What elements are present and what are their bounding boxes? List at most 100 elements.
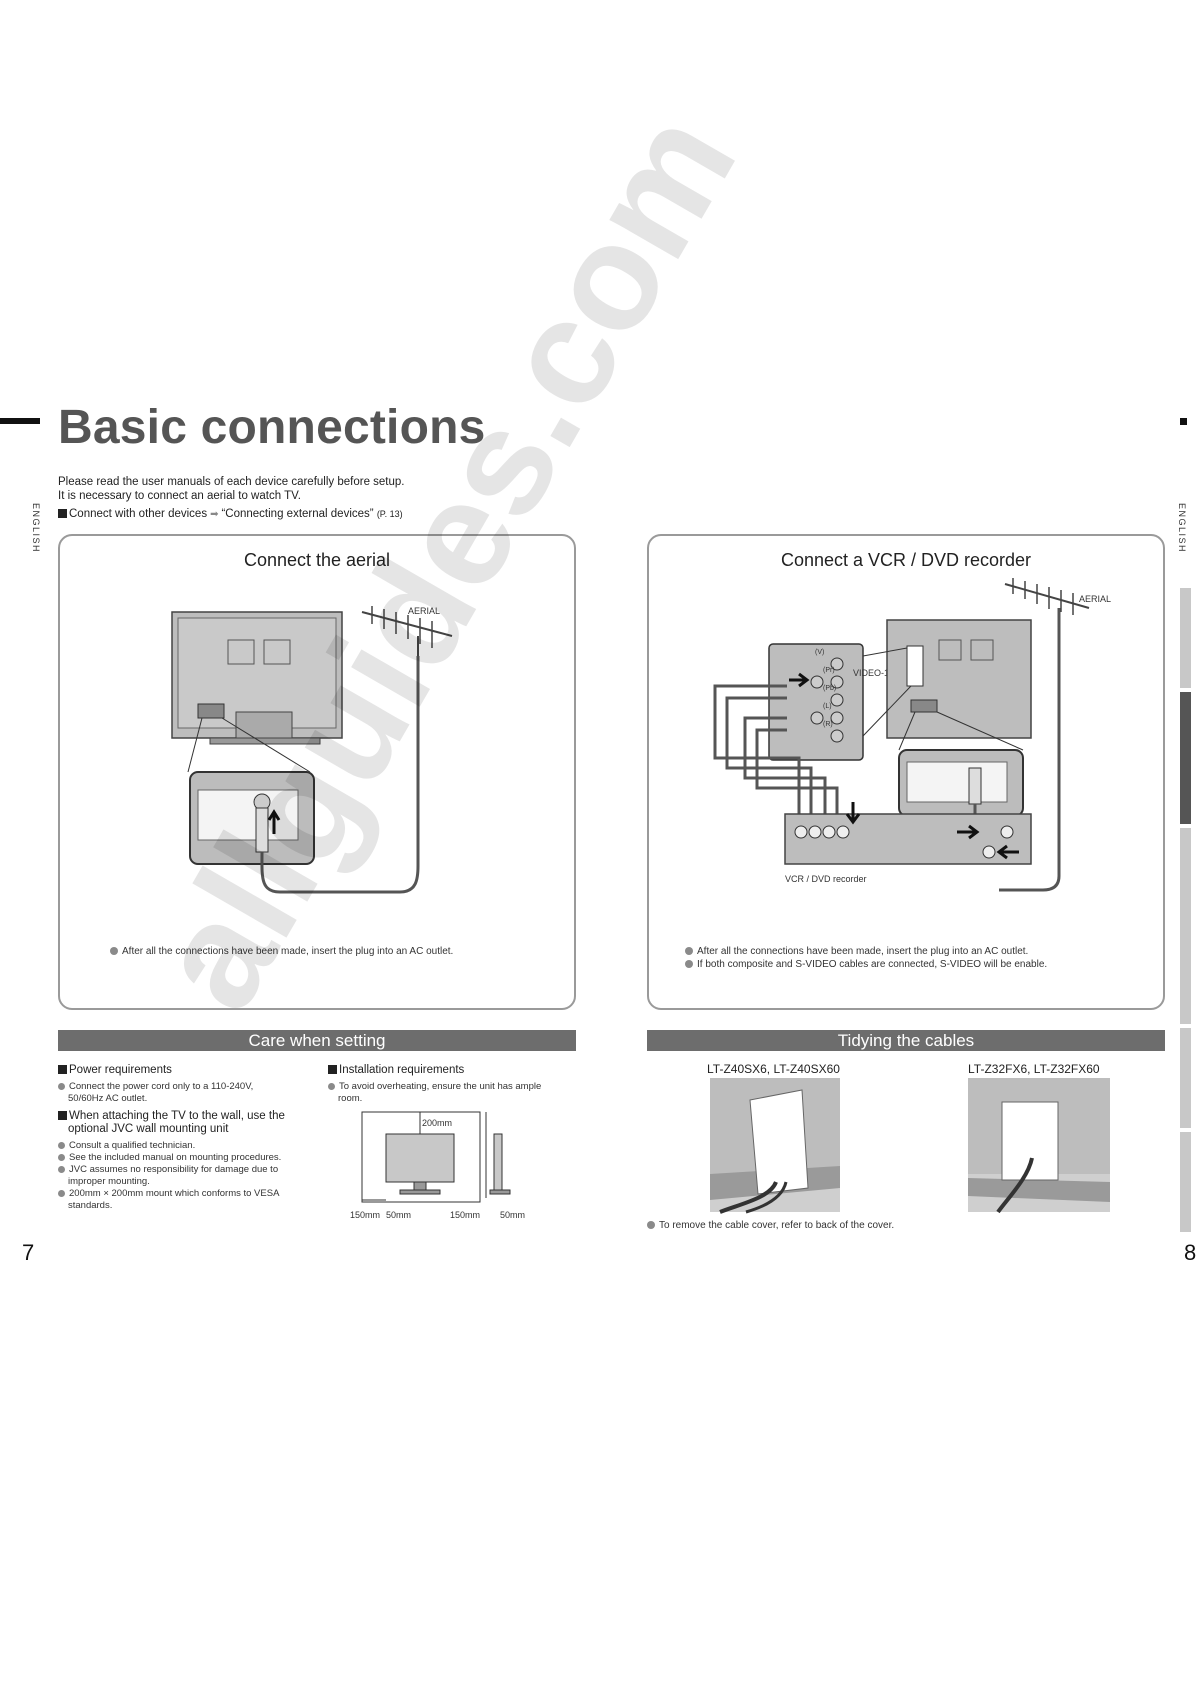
wall-item-3-line-2: improper mounting. [68,1176,150,1187]
right-arrow-icon [957,824,980,840]
edge-tab-3 [1180,828,1191,1024]
bullet-dot [328,1083,335,1090]
tv-stand-base [399,1189,441,1195]
edge-tab-2 [1180,692,1191,824]
edge-tab-4 [1180,1028,1191,1128]
bullet-dot [685,960,693,968]
aerial-elements [1012,578,1074,615]
page-number-left: 7 [22,1240,35,1265]
vcr-note-2-text: If both composite and S-VIDEO cables are… [697,959,1048,970]
aerial-label: AERIAL [1079,594,1111,604]
callout-line-c [898,711,916,751]
tv-jack-slot [906,645,924,687]
vcr-note-1-text: After all the connections have been made… [697,946,1029,957]
tidy-note: To remove the cable cover, refer to back… [647,1220,894,1231]
jack-label-pr: (Pr) [823,667,835,674]
vent-right [263,639,291,665]
bullet-dot [58,1083,65,1090]
power-heading: Power requirements [58,1064,172,1076]
wall-heading: When attaching the TV to the wall, use t… [58,1110,285,1122]
page-reference: (P. 13) [376,509,403,519]
aerial-cable [260,656,420,894]
jack-label-v: (V) [815,649,824,656]
stand-mount [235,711,293,739]
tv-front-shape [385,1133,455,1183]
care-section-header: Care when setting [58,1030,576,1051]
vcr-jacks [794,825,1014,859]
vcr-panel: Connect a VCR / DVD recorder (V) (Pr) (P… [647,534,1165,1010]
aerial-note: After all the connections have been made… [110,946,453,957]
aerial-panel: Connect the aerial AERIAL After all the … [58,534,576,1010]
vcr-connection-diagram: (V) (Pr) (Pb) (L) (R) VIDEO-1 [713,578,1111,892]
vcr-note-1: After all the connections have been made… [685,946,1028,957]
zoom-panel [197,789,299,841]
callout-line-2 [221,717,311,773]
wall-item-4-line-1: 200mm × 200mm mount which conforms to VE… [69,1188,280,1199]
callout-line-a [862,647,908,657]
language-label-left: ENGLISH [31,503,41,554]
square-bullet [58,509,67,518]
wall-item-3-line-1: JVC assumes no responsibility for damage… [69,1164,279,1175]
aerial-boom [361,611,453,637]
vcr-device-label: VCR / DVD recorder [785,874,867,884]
stand-surface [968,1178,1110,1202]
aerial-note-text: After all the connections have been made… [122,946,454,957]
connect-ref-link[interactable]: “Connecting external devices” [221,508,374,520]
callout-line-1 [187,717,203,773]
push-arrow-icon [789,672,810,688]
wall-item-3: JVC assumes no responsibility for damage… [58,1164,278,1176]
wall-item-4: 200mm × 200mm mount which conforms to VE… [58,1188,279,1200]
bullet-dot [58,1166,65,1173]
page-number-right: 8 [1184,1240,1196,1265]
jack-circles [810,657,844,743]
square-bullet [58,1065,67,1074]
corner-square [1180,418,1187,425]
callout-line-d [936,711,1024,751]
installation-clearance-diagram: 200mm 150mm 50mm 150mm 50mm [350,1111,525,1220]
aerial-jack-area [910,699,938,713]
wall-heading-line-2: optional JVC wall mounting unit [68,1123,229,1135]
bullet-dot [110,947,118,955]
bullet-dot [647,1221,655,1229]
cable-bundle [719,1181,778,1214]
wall-item-1: Consult a qualified technician. [58,1140,195,1152]
model-label-right: LT-Z32FX6, LT-Z32FX60 [968,1062,1100,1076]
corner-bar [0,418,40,424]
wall-heading-line-1: When attaching the TV to the wall, use t… [69,1110,285,1122]
wall-item-4-line-2: standards. [68,1200,113,1211]
aerial-panel-title: Connect the aerial [243,550,391,570]
connect-text: Connect with other devices [69,508,208,520]
dim-left: 150mm [350,1210,380,1220]
tv-stand-neck [413,1181,427,1191]
bullet-dot [58,1142,65,1149]
vcr-device-box [784,813,1032,865]
square-bullet [58,1111,67,1120]
aerial-plug [255,807,269,853]
jack-label-l: (L) [823,703,832,710]
cable-cover [749,1089,809,1195]
callout-line-b [862,685,912,737]
dim-back: 50mm [500,1210,525,1220]
wall-item-2: See the included manual on mounting proc… [58,1152,281,1164]
model-label-left: LT-Z40SX6, LT-Z40SX60 [707,1062,840,1076]
tv-side-base [489,1189,511,1195]
install-item-line-1: To avoid overheating, ensure the unit ha… [339,1081,542,1092]
aerial-connection-diagram: AERIAL [171,606,453,894]
aerial-jack-area [197,703,225,719]
arrow-right-icon: ➡ [210,509,219,520]
left-arrow-icon [996,844,1019,860]
aerial-plug [968,767,982,805]
bullet-dot [58,1190,65,1197]
dim-mid: 50mm [386,1210,411,1220]
stand-base [209,737,321,745]
power-item: Connect the power cord only to a 110-240… [58,1081,253,1093]
bullet-dot [685,947,693,955]
video1-label: VIDEO-1 [853,668,889,678]
power-item-line-1: Connect the power cord only to a 110-240… [69,1081,254,1092]
bullet-dot [58,1154,65,1161]
square-bullet [328,1065,337,1074]
av-cables [713,608,1061,892]
intro-line-2: It is necessary to connect an aerial to … [58,490,301,502]
jack-panel [768,643,864,761]
install-heading: Installation requirements [328,1064,464,1076]
